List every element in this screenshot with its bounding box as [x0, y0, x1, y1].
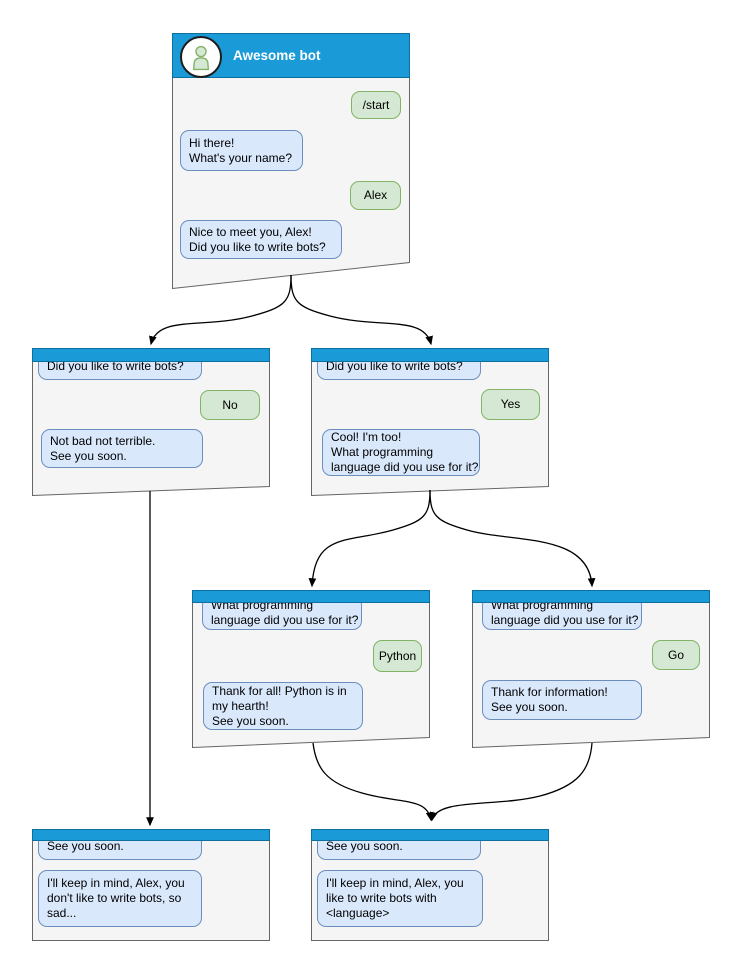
chat-window-final-no: See you soon. I'll keep in mind, Alex, y… — [32, 829, 270, 941]
bot-message: I'll keep in mind, Alex, you like to wri… — [317, 870, 483, 927]
user-message: Python — [373, 640, 422, 672]
bot-message: I'll keep in mind, Alex, you don't like … — [38, 870, 202, 927]
user-message: Yes — [481, 389, 540, 420]
chat-window-branch-yes: Did you like to write bots? Yes Cool! I'… — [311, 348, 549, 496]
edge-python-to-final-yes — [312, 742, 434, 822]
user-message: /start — [351, 91, 401, 119]
user-message: No — [200, 390, 260, 420]
chat-window-branch-no: Did you like to write bots? No Not bad n… — [32, 348, 270, 496]
chat-window-branch-python: What programming language did you use fo… — [192, 590, 430, 748]
window-header — [192, 590, 430, 603]
bot-message: Nice to meet you, Alex! Did you like to … — [180, 220, 342, 259]
window-header — [311, 829, 549, 841]
user-message: Go — [652, 640, 700, 670]
bot-avatar — [180, 36, 222, 78]
bot-message: Not bad not terrible. See you soon. — [41, 429, 203, 468]
user-message: Alex — [350, 181, 401, 210]
edge-yes-to-python — [308, 489, 431, 588]
window-header — [32, 829, 270, 841]
bot-message: Thank for all! Python is in my hearth! S… — [203, 682, 363, 730]
window-header — [472, 590, 710, 603]
chat-window-main: Awesome bot /start Hi there! What's your… — [172, 33, 410, 289]
edge-go-to-final-yes — [429, 742, 593, 822]
bot-message: Cool! I'm too! What programming language… — [322, 429, 480, 476]
edge-yes-to-go — [429, 489, 596, 588]
bot-message: Thank for information! See you soon. — [482, 680, 642, 720]
window-title: Awesome bot — [233, 48, 321, 63]
window-header — [311, 348, 549, 362]
chat-window-final-yes: See you soon. I'll keep in mind, Alex, y… — [311, 829, 549, 941]
window-header — [32, 348, 270, 362]
person-icon — [192, 45, 210, 70]
bot-message: Hi there! What's your name? — [180, 130, 303, 171]
chat-window-branch-go: What programming language did you use fo… — [472, 590, 710, 748]
